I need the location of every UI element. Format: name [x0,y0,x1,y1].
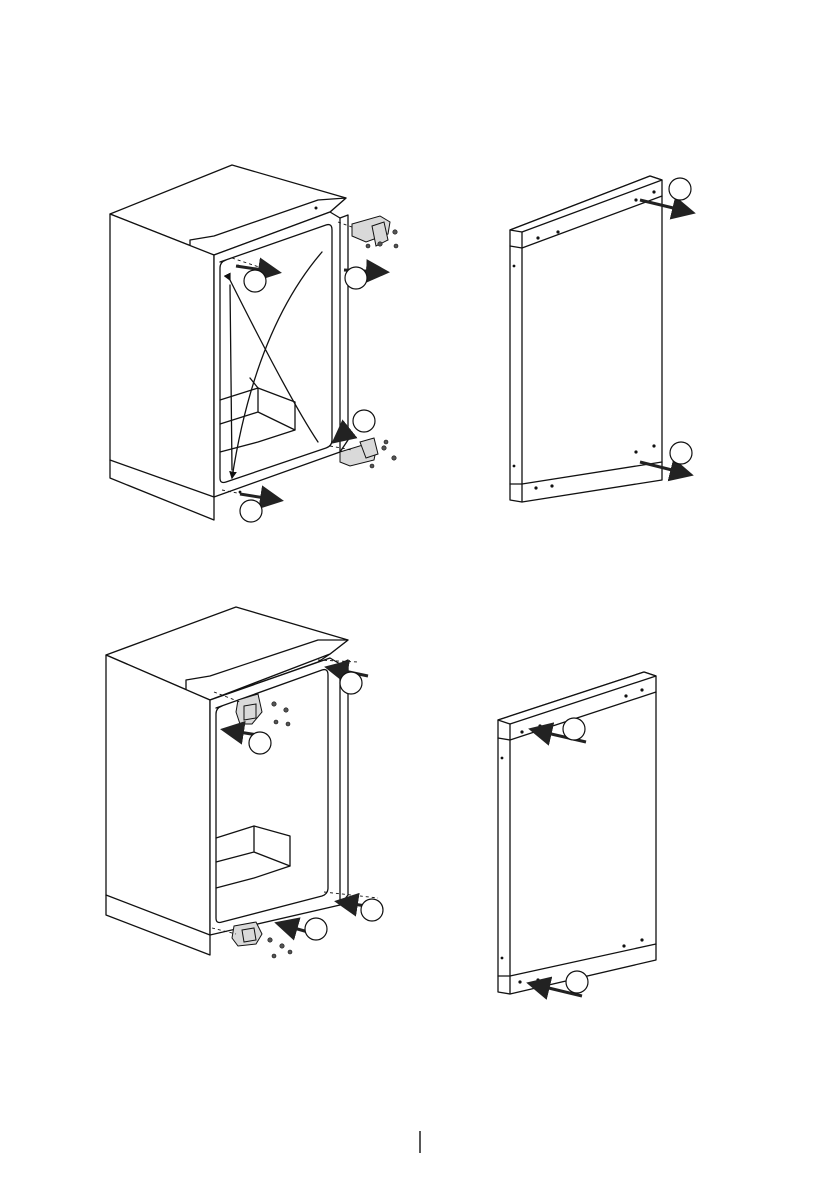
callout-1 [244,270,266,292]
callout-12 [566,971,588,993]
callout-4 [240,500,262,522]
callout-7 [340,672,362,694]
cabinet-body-step-2 [106,607,378,958]
hinge-top-right [352,216,390,246]
callout-3 [353,410,375,432]
callout-2 [345,267,367,289]
cabinet-body-step-1 [110,165,398,520]
door-panel-step-1 [510,176,662,502]
callout-5 [669,178,691,200]
callout-10 [305,918,327,940]
callout-9 [361,899,383,921]
hinge-bottom-left [232,922,262,946]
callout-11 [563,718,585,740]
hinge-bottom-right [340,438,378,466]
callout-8 [249,732,271,754]
callout-6 [670,442,692,464]
